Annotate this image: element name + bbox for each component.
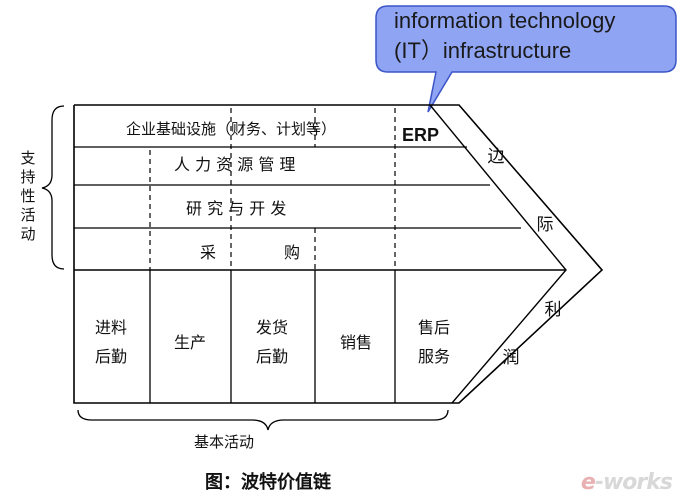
primary-activity-inbound-2: 后勤 — [95, 347, 127, 366]
support-label-char: 动 — [20, 225, 35, 243]
primary-activity-service-1: 售后 — [418, 318, 450, 337]
primary-activity-inbound-1: 进料 — [95, 318, 127, 337]
eworks-watermark: e-works — [580, 470, 673, 495]
primary-activity-outbound-2: 后勤 — [256, 347, 288, 366]
erp-label: ERP — [402, 125, 439, 145]
support-label-char: 支 — [20, 149, 35, 167]
support-brace — [41, 105, 65, 270]
value-chain-outline — [73, 104, 604, 404]
primary-activity-operations: 生产 — [174, 333, 206, 352]
procurement-label-1: 采 — [200, 243, 216, 262]
margin-label-char: 边 — [488, 147, 505, 167]
hr-label: 人 力 资 源 管 理 — [174, 155, 295, 174]
primary-brace — [77, 409, 449, 431]
margin-label-char: 润 — [503, 348, 520, 368]
callout-balloon — [375, 5, 677, 113]
callout-text: information technology (IT）infrastructur… — [394, 8, 616, 63]
primary-group-label: 基本活动 — [194, 433, 254, 451]
rd-label: 研 究 与 开 发 — [186, 199, 286, 218]
support-label-char: 活 — [20, 206, 35, 224]
dashed-column-guides — [149, 108, 396, 270]
support-label-char: 持 — [20, 168, 35, 186]
primary-activity-outbound-1: 发货 — [256, 318, 288, 337]
figure-caption: 图：波特价值链 — [205, 471, 332, 493]
primary-activity-service-2: 服务 — [418, 347, 450, 366]
primary-activity-sales: 销售 — [340, 333, 372, 352]
infrastructure-label: 企业基础设施（财务、计划等） — [126, 120, 336, 138]
margin-label-char: 利 — [545, 300, 562, 320]
support-label-char: 性 — [20, 187, 35, 205]
primary-column-dividers — [149, 270, 396, 403]
procurement-label-2: 购 — [284, 243, 300, 262]
margin-label-char: 际 — [537, 215, 554, 235]
